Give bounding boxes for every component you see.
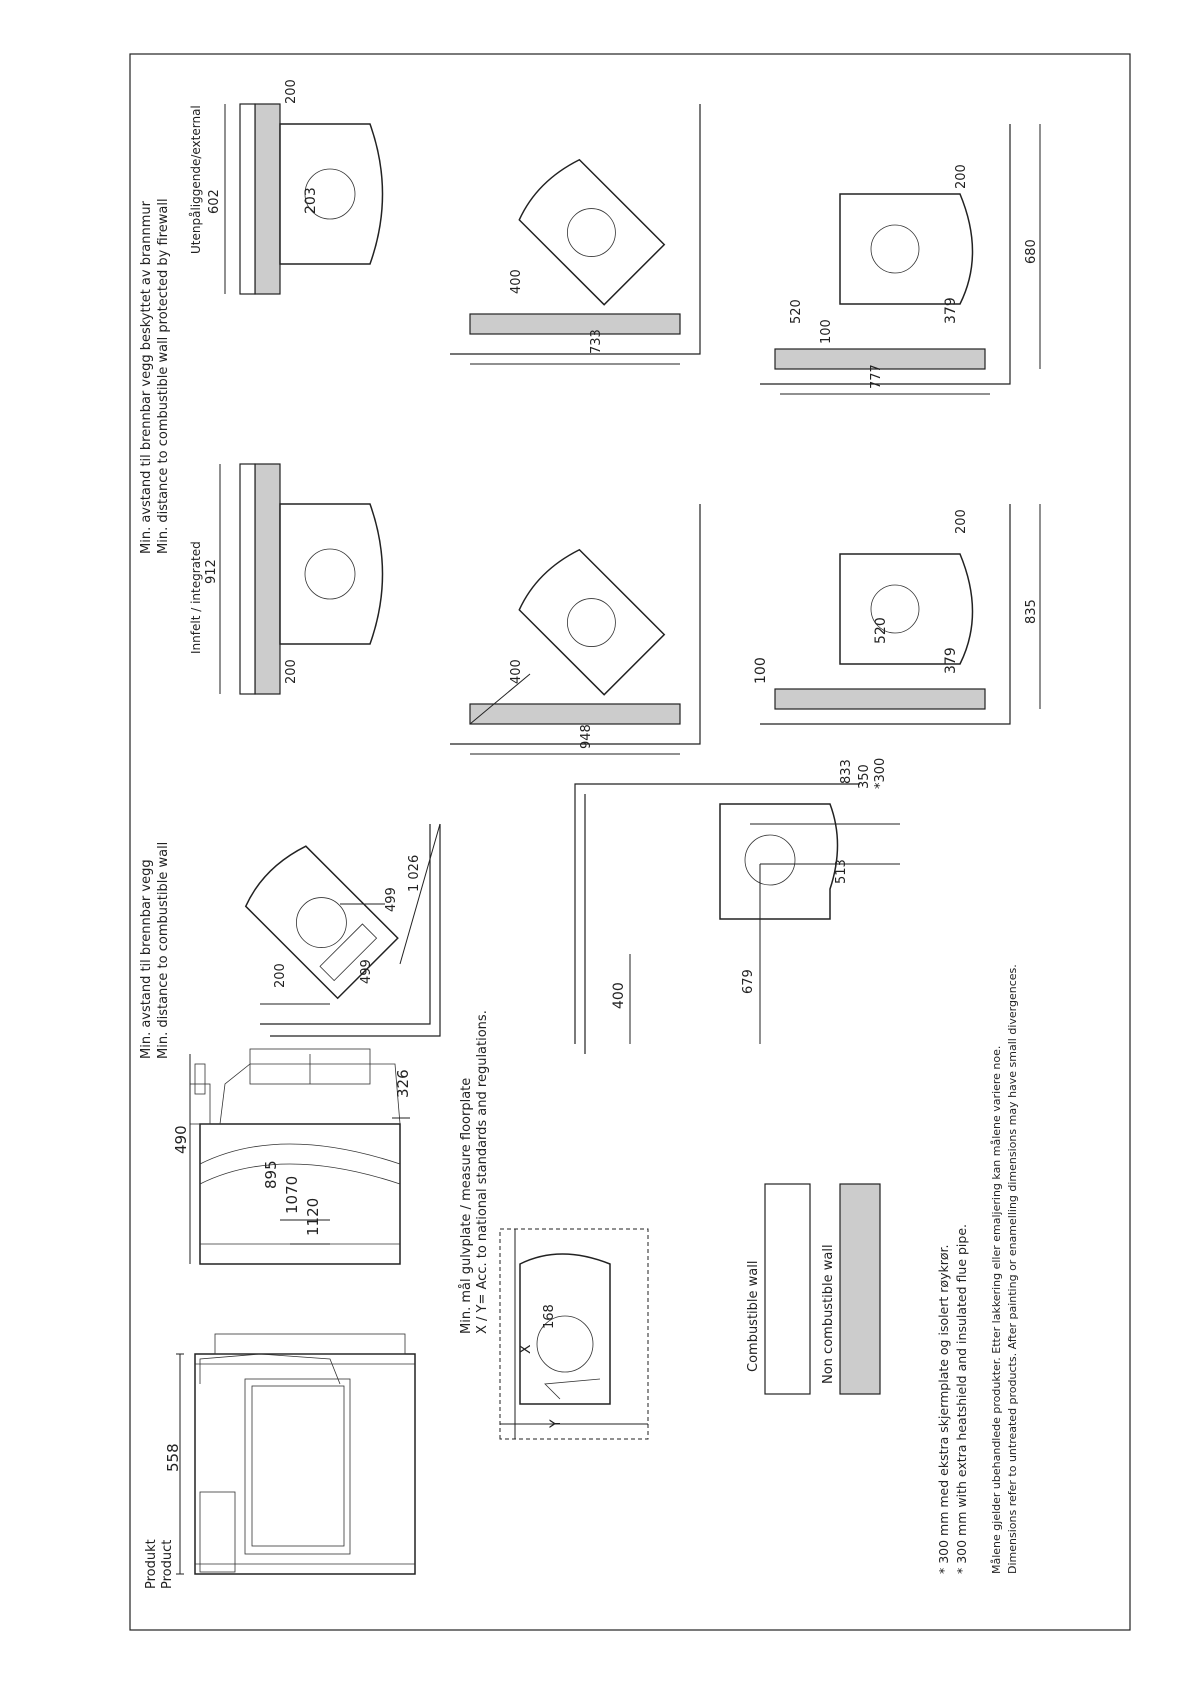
legend-noncombustible-label: Non combustible wall: [821, 1244, 836, 1384]
dim-height-1120: 1120: [304, 1198, 322, 1236]
dim-height-1070: 1070: [283, 1176, 301, 1214]
dim-external-203: 203: [303, 187, 319, 214]
section-title-combustible: Min. avstand til brennbar vegg: [139, 859, 154, 1059]
disclaimer-no: Målene gjelder ubehandlede produkter. Et…: [990, 1046, 1003, 1574]
legend-noncombustible-wall: Non combustible wall: [821, 1183, 881, 1395]
combustible-straight-installation: [574, 783, 860, 1054]
dim-intcorner2-379: 379: [943, 647, 959, 674]
dim-y-label: Y: [548, 1419, 564, 1429]
product-front-view: [194, 1333, 416, 1575]
dim-integrated-912: 912: [204, 559, 219, 584]
section-title-firewall: Min. avstand til brennbar vegg beskyttet…: [139, 200, 154, 554]
dim-extcorner-733: 733: [589, 329, 604, 354]
section-title-product: Produkt: [144, 1539, 159, 1589]
dim-extcorner2-680: 680: [1024, 239, 1039, 264]
dim-168: 168: [542, 1304, 557, 1329]
note-en: * 300 mm with extra heatshield and insul…: [954, 1224, 969, 1574]
legend-combustible-label: Combustible wall: [746, 1261, 761, 1372]
section-title-combustible-en: Min. distance to combustible wall: [156, 842, 171, 1059]
dim-intcorner2-520: 520: [873, 617, 889, 644]
dim-extcorner2-200: 200: [954, 164, 969, 189]
dim-straight-833: 833: [839, 759, 854, 784]
dim-corner-499: 499: [359, 959, 374, 984]
dim-external-602: 602: [207, 189, 222, 214]
dim-straight-400: 400: [611, 982, 627, 1009]
subtitle-external: Utenpåliggende/external: [189, 105, 203, 254]
product-side-view: [189, 1048, 401, 1265]
section-title-product-en: Product: [160, 1540, 175, 1589]
subtitle-integrated: Innfelt / integrated: [189, 541, 203, 654]
dim-extcorner2-379: 379: [943, 297, 959, 324]
dim-straight-350: 350: [857, 764, 872, 789]
dim-extcorner2-520: 520: [789, 299, 804, 324]
dim-corner-1026: 1 026: [407, 855, 422, 892]
external-corner2-installation: [760, 124, 1011, 385]
dim-intcorner2-100: 100: [753, 657, 769, 684]
section-title-firewall-en: Min. distance to combustible wall protec…: [156, 198, 171, 554]
dim-intcorner2-200: 200: [954, 509, 969, 534]
dim-straight-300: *300: [873, 758, 888, 789]
dim-x-label: X: [518, 1344, 534, 1354]
dim-extcorner2-777: 777: [869, 364, 884, 389]
external-flat-installation: [239, 103, 384, 295]
integrated-corner2-installation: [760, 504, 1011, 725]
dim-external-200: 200: [284, 79, 299, 104]
dim-intcorner-948: 948: [579, 724, 594, 749]
floorplate-stove: [519, 1253, 611, 1405]
dim-straight-513: 513: [834, 859, 849, 884]
dim-straight-679: 679: [741, 969, 756, 994]
dim-corner-499b: 499: [384, 887, 399, 912]
dim-extcorner2-100: 100: [819, 319, 834, 344]
integrated-corner-installation: [450, 504, 701, 745]
legend-combustible-wall: Combustible wall: [746, 1183, 811, 1395]
note-no: * 300 mm med ekstra skjermplate og isole…: [936, 1245, 951, 1574]
combustible-corner-installation: [244, 824, 441, 1037]
dim-width-558: 558: [164, 1443, 182, 1472]
dim-extcorner-400: 400: [509, 269, 524, 294]
floorplate-note: X / Y= Acc. to national standards and re…: [475, 1010, 490, 1334]
dim-depth-490: 490: [172, 1125, 190, 1154]
disclaimer-en: Dimensions refer to untreated products. …: [1006, 964, 1019, 1574]
dim-corner-200: 200: [273, 963, 288, 988]
page-frame: [129, 53, 1131, 1631]
dim-intcorner-400: 400: [509, 659, 524, 684]
dim-top-326: 326: [394, 1069, 412, 1098]
floorplate-outline: [499, 1228, 649, 1440]
dim-height-895: 895: [262, 1160, 280, 1189]
integrated-flat-installation: [239, 463, 384, 695]
floorplate-title: Min. mål gulvplate / measure floorplate: [459, 1078, 474, 1334]
external-corner-installation: [450, 104, 701, 355]
dim-intcorner2-835: 835: [1024, 599, 1039, 624]
dim-integrated-200: 200: [284, 659, 299, 684]
